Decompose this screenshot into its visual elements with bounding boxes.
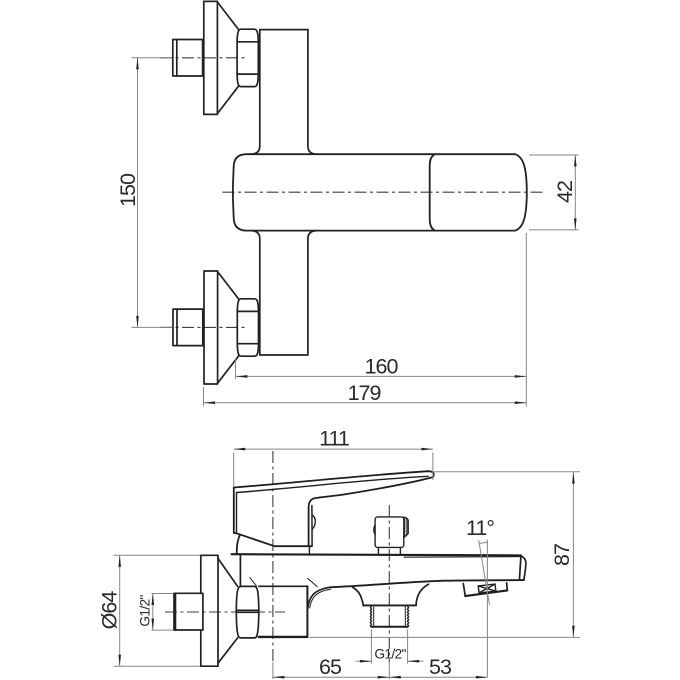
- svg-text:53: 53: [429, 655, 452, 679]
- svg-text:179: 179: [348, 381, 381, 405]
- svg-text:11°: 11°: [466, 516, 494, 540]
- svg-text:160: 160: [365, 355, 399, 379]
- svg-text:G1/2": G1/2": [138, 595, 153, 627]
- svg-text:65: 65: [319, 655, 342, 679]
- svg-text:G1/2": G1/2": [374, 647, 406, 662]
- svg-text:87: 87: [550, 544, 574, 566]
- svg-text:42: 42: [553, 181, 577, 203]
- svg-text:111: 111: [319, 427, 349, 451]
- svg-text:Ø64: Ø64: [98, 591, 122, 630]
- svg-text:150: 150: [116, 173, 140, 207]
